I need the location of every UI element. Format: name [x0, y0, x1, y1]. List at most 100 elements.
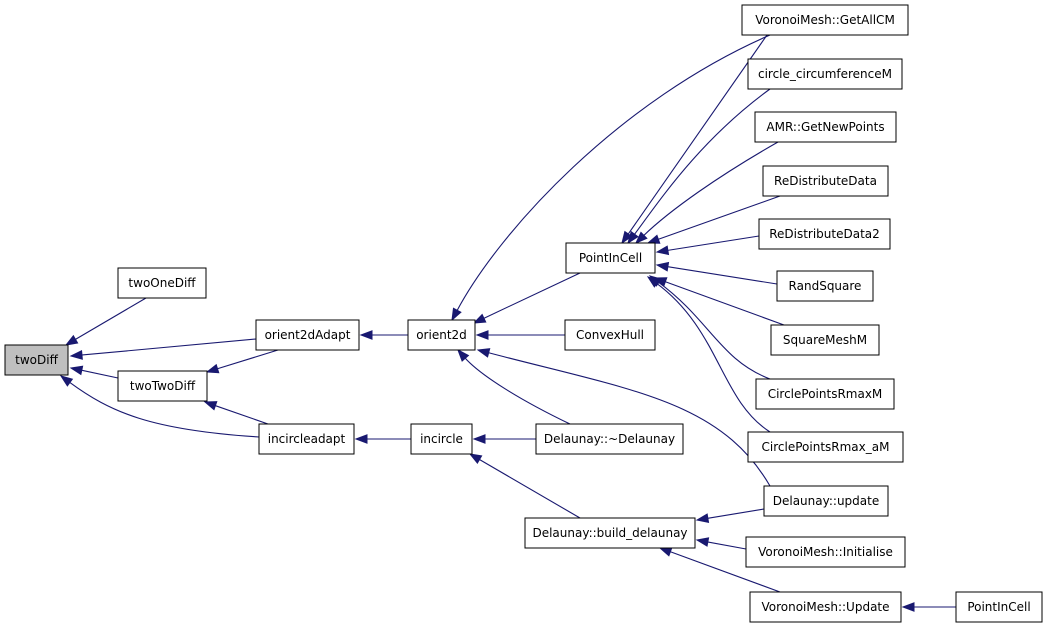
edge-DelaunayUpdate-to-DelaunayBuild — [695, 508, 765, 523]
node-box — [755, 378, 895, 410]
edge-VMGetAllCM-to-orient2d — [451, 34, 771, 322]
node-ConvexHull[interactable]: ConvexHull — [564, 319, 656, 351]
node-box — [117, 370, 208, 402]
arrowhead — [901, 602, 915, 612]
node-label: AMR::GetNewPoints — [766, 120, 884, 134]
arrowhead — [646, 234, 661, 244]
node-box — [117, 267, 207, 299]
edge-DelaunayDtor-to-incircle — [472, 434, 536, 444]
node-DelaunayUpdate[interactable]: Delaunay::update — [763, 485, 889, 517]
arrowhead — [658, 547, 673, 557]
arrowhead — [472, 434, 486, 444]
node-label: ReDistributeData2 — [769, 227, 880, 241]
edge-incircle-to-incircleadapt — [354, 434, 411, 444]
arrowhead — [69, 365, 84, 376]
node-ReDistributeData[interactable]: ReDistributeData — [762, 165, 889, 197]
node-PointInCell[interactable]: PointInCell — [565, 242, 656, 274]
node-box — [763, 485, 889, 517]
node-box — [955, 591, 1043, 623]
edge-line — [68, 381, 260, 438]
edge-ReDistributeData2-to-PointInCell — [655, 235, 760, 256]
node-box — [410, 423, 473, 455]
node-box — [770, 324, 880, 356]
node-DelaunayBuild[interactable]: Delaunay::build_delaunay — [524, 517, 696, 549]
node-orient2dAdapt[interactable]: orient2dAdapt — [255, 319, 360, 351]
node-AMRGetNewPoints[interactable]: AMR::GetNewPoints — [754, 111, 897, 143]
edge-line — [478, 458, 581, 519]
node-label: incircleadapt — [268, 432, 346, 446]
edge-line — [664, 280, 785, 326]
node-box — [745, 536, 906, 568]
node-label: orient2dAdapt — [265, 328, 351, 342]
node-label: VoronoiMesh::Initialise — [758, 545, 893, 559]
arrowhead — [695, 537, 710, 547]
node-CirclePointsRmaxM[interactable]: CirclePointsRmaxM — [755, 378, 895, 410]
node-label: VoronoiMesh::Update — [761, 600, 889, 614]
edge-line — [482, 272, 581, 320]
arrowhead — [655, 261, 670, 272]
node-label: twoDiff — [15, 353, 58, 367]
edge-DelaunayBuild-to-incircle — [468, 453, 581, 519]
node-label: circle_circumferenceM — [758, 67, 892, 81]
node-ReDistributeData2[interactable]: ReDistributeData2 — [758, 218, 891, 250]
node-box — [758, 218, 891, 250]
node-box — [762, 165, 889, 197]
node-label: Delaunay::~Delaunay — [544, 432, 675, 446]
node-orient2d[interactable]: orient2d — [407, 319, 476, 351]
arrowhead — [646, 276, 661, 288]
edge-line — [657, 195, 781, 241]
node-box — [255, 319, 360, 351]
node-VMUpdate[interactable]: VoronoiMesh::Update — [749, 591, 902, 623]
arrowhead — [59, 375, 74, 387]
node-RandSquare[interactable]: RandSquare — [776, 270, 874, 302]
edge-SquareMeshM-to-PointInCell — [653, 277, 785, 326]
node-twoOneDiff[interactable]: twoOneDiff — [117, 267, 207, 299]
edge-line — [657, 281, 771, 380]
node-label: RandSquare — [789, 279, 862, 293]
arrowhead — [451, 307, 462, 322]
node-box — [776, 270, 874, 302]
edge-layer — [59, 34, 956, 612]
node-box — [747, 431, 904, 463]
node-twoDiff: twoDiff — [4, 344, 69, 376]
edge-DelaunayDtor-to-orient2d — [457, 348, 571, 425]
node-label: ConvexHull — [576, 328, 644, 342]
node-circleCircM[interactable]: circle_circumferenceM — [747, 58, 903, 90]
node-SquareMeshM[interactable]: SquareMeshM — [770, 324, 880, 356]
edge-CirclePointsRmaxaM-to-PointInCell — [646, 276, 771, 433]
arrowhead — [203, 401, 218, 411]
node-box — [564, 319, 656, 351]
node-box — [749, 591, 902, 623]
node-label: twoTwoDiff — [130, 379, 196, 393]
node-VMInitialise[interactable]: VoronoiMesh::Initialise — [745, 536, 906, 568]
arrowhead — [655, 245, 670, 256]
arrowhead — [64, 334, 79, 346]
node-box — [565, 242, 656, 274]
node-VMGetAllCM[interactable]: VoronoiMesh::GetAllCM — [741, 4, 909, 36]
node-incircle[interactable]: incircle — [410, 423, 473, 455]
node-label: orient2d — [416, 328, 467, 342]
edge-line — [74, 297, 147, 341]
edge-line — [80, 369, 119, 379]
node-PointInCell2[interactable]: PointInCell — [955, 591, 1043, 623]
node-label: PointInCell — [579, 251, 642, 265]
edge-line — [464, 357, 571, 425]
edge-line — [706, 541, 747, 550]
edge-PointInCell-to-orient2d — [472, 272, 581, 324]
edge-orient2d-to-orient2dAdapt — [359, 330, 408, 340]
arrowhead — [627, 230, 639, 245]
edge-line — [642, 141, 779, 237]
node-label: ReDistributeData — [774, 174, 877, 188]
node-label: CirclePointsRmax_aM — [762, 440, 890, 454]
edge-DelaunayUpdate-to-orient2d — [476, 348, 771, 487]
node-incircleadapt[interactable]: incircleadapt — [258, 423, 355, 455]
edge-line — [666, 266, 778, 285]
node-CirclePointsRmaxaM[interactable]: CirclePointsRmax_aM — [747, 431, 904, 463]
edge-orient2dAdapt-to-twoDiff — [69, 338, 257, 360]
node-label: Delaunay::build_delaunay — [532, 526, 687, 540]
arrowhead — [695, 513, 710, 523]
edge-line — [706, 508, 765, 519]
node-DelaunayDtor[interactable]: Delaunay::~Delaunay — [535, 423, 684, 455]
edge-VMInitialise-to-DelaunayBuild — [695, 537, 747, 550]
node-twoTwoDiff[interactable]: twoTwoDiff — [117, 370, 208, 402]
